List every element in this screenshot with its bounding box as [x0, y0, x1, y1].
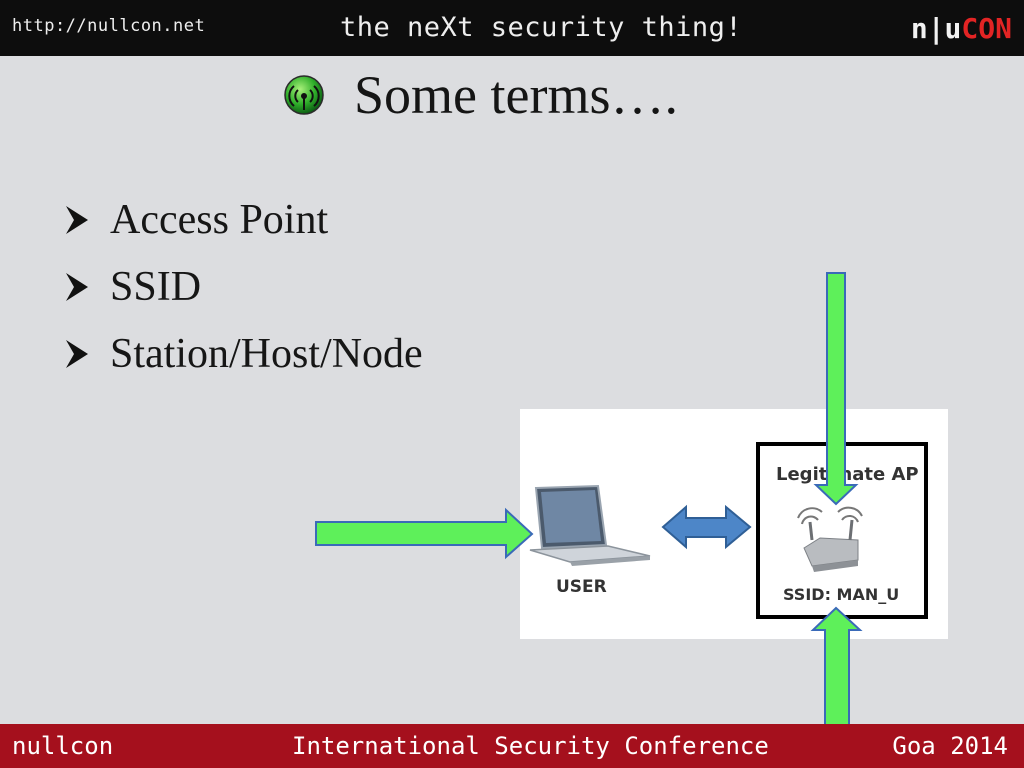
ap-title-label: Legitimate AP — [776, 464, 919, 485]
ssid-label: SSID: MAN_U — [783, 585, 900, 604]
green-arrow-down — [813, 272, 859, 506]
bullet-text: SSID — [110, 263, 202, 310]
green-arrow-right — [315, 507, 534, 560]
bullet-item: Station/Host/Node — [62, 320, 423, 387]
arrow-bullet-icon — [66, 339, 88, 368]
laptop-icon — [529, 484, 651, 566]
double-arrow-icon — [661, 504, 752, 550]
arrow-bullet-icon — [66, 205, 88, 234]
slide-title: Some terms…. — [354, 65, 678, 125]
bullet-list: Access Point SSID Station/Host/Node — [62, 186, 423, 387]
bullet-text: Access Point — [110, 196, 329, 243]
wifi-waves-icon — [797, 506, 863, 525]
router-icon — [803, 519, 859, 572]
user-label: USER — [556, 577, 607, 597]
bullet-item: SSID — [62, 253, 423, 320]
header-tagline: the neXt security thing! — [340, 12, 743, 43]
footer-left: nullcon — [12, 732, 114, 760]
wireless-signal-icon — [284, 75, 324, 115]
footer-bar: nullcon International Security Conferenc… — [0, 724, 1024, 768]
bullet-text: Station/Host/Node — [110, 330, 423, 377]
slide-title-row: Some terms…. — [0, 62, 1024, 132]
header-bar: http://nullcon.net the neXt security thi… — [0, 0, 1024, 56]
bullet-item: Access Point — [62, 186, 423, 253]
logo-left: n|u — [910, 12, 962, 45]
nullcon-logo: n|uCON — [911, 12, 1012, 45]
logo-right: CON — [961, 12, 1012, 45]
arrow-bullet-icon — [66, 272, 88, 301]
footer-center: International Security Conference — [292, 732, 769, 760]
green-arrow-up — [810, 606, 863, 727]
footer-right: Goa 2014 — [892, 732, 1008, 760]
header-url: http://nullcon.net — [12, 16, 206, 36]
